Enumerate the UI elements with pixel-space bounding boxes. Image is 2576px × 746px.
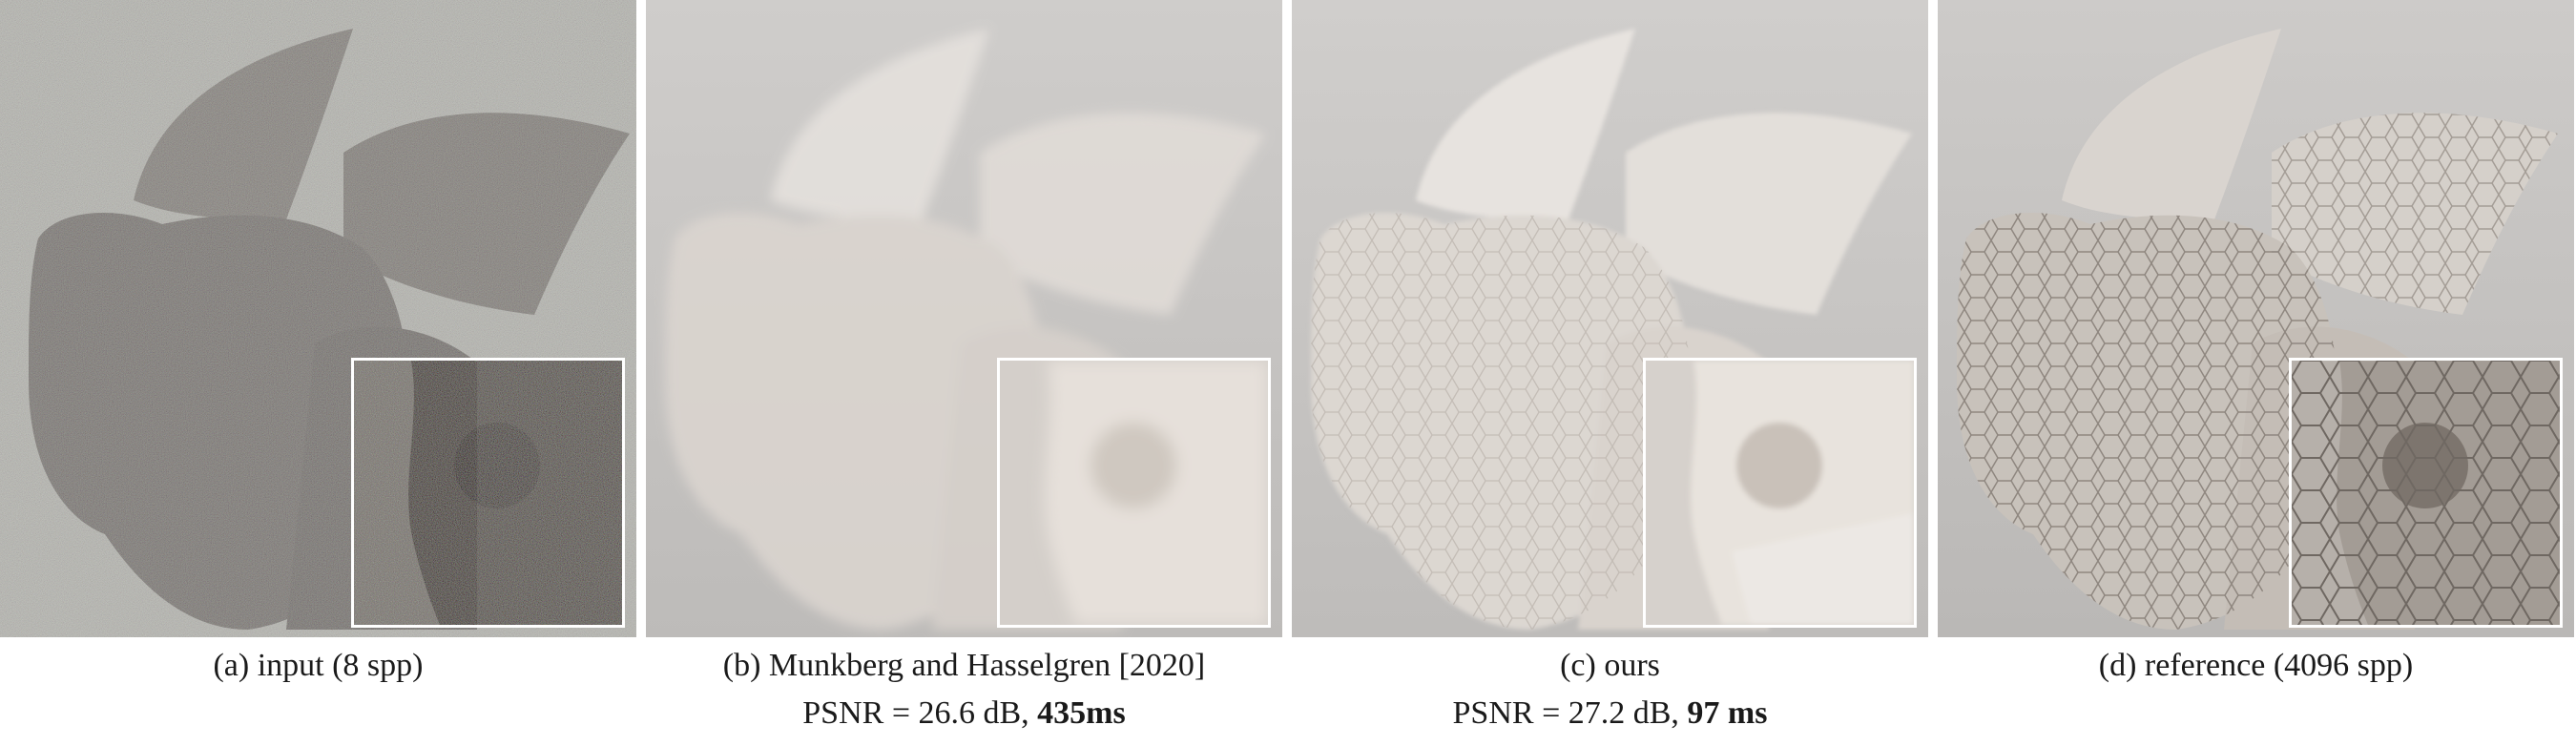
caption-input: (a) input (8 spp) [213, 648, 424, 683]
zoom-inset-munkberg [997, 358, 1271, 628]
psnr-munkberg: PSNR = 26.6 dB, [802, 695, 1038, 731]
psnr-ours: PSNR = 27.2 dB, [1452, 695, 1688, 731]
render-image-input [0, 0, 636, 637]
caption-ours: (c) ours [1560, 648, 1660, 683]
metric-ours: PSNR = 27.2 dB, 97 ms [1292, 693, 1928, 735]
time-munkberg: 435ms [1037, 695, 1126, 731]
caption-reference: (d) reference (4096 spp) [2098, 648, 2414, 683]
caption-munkberg: (b) Munkberg and Hasselgren [2020] [722, 648, 1206, 683]
zoom-inset-reference [2289, 358, 2563, 628]
render-image-munkberg [646, 0, 1282, 637]
zoom-inset-ours [1643, 358, 1917, 628]
metric-munkberg: PSNR = 26.6 dB, 435ms [646, 693, 1282, 735]
render-image-ours [1292, 0, 1928, 637]
time-ours: 97 ms [1687, 695, 1768, 731]
zoom-inset-input [351, 358, 625, 628]
render-image-reference [1938, 0, 2574, 637]
